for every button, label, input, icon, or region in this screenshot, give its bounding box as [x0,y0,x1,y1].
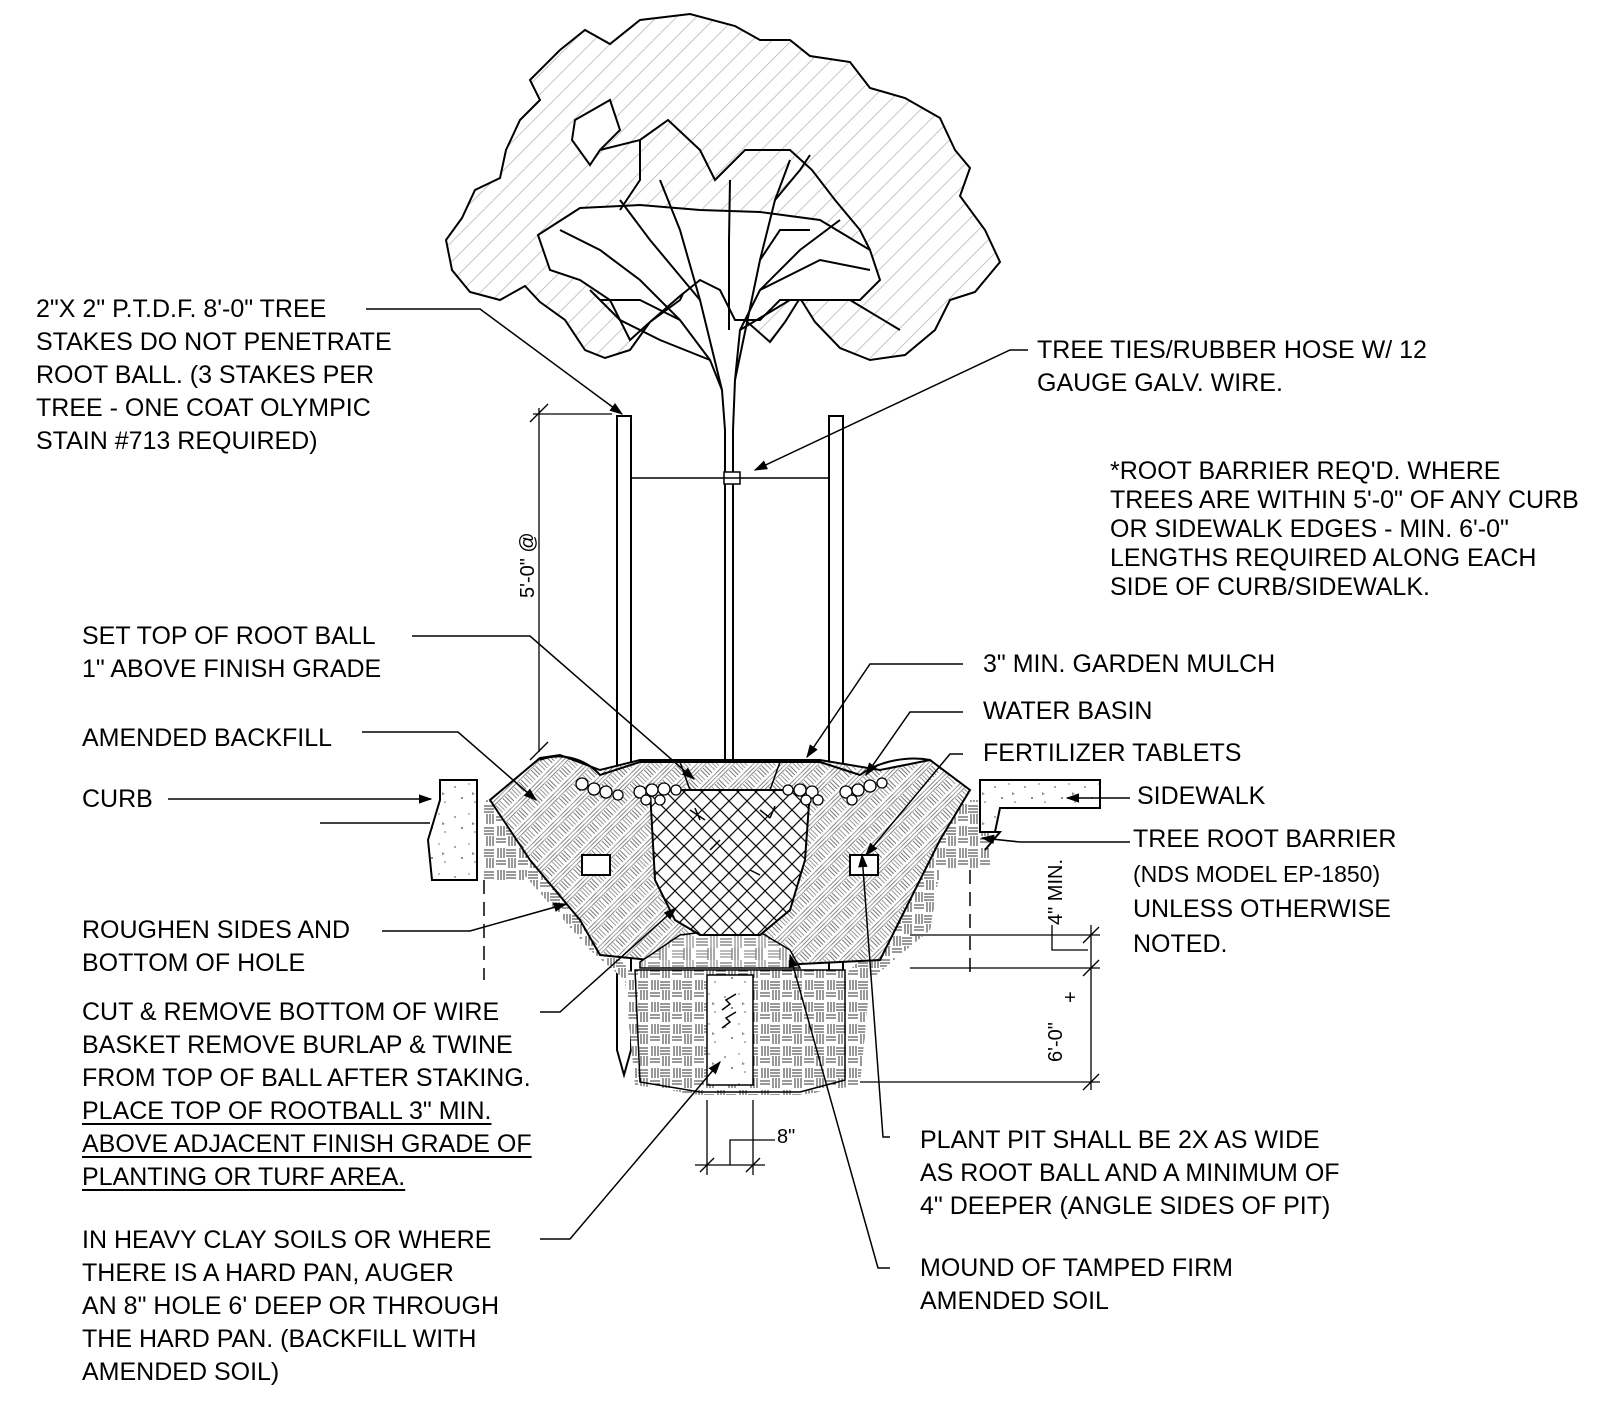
water-basin-callout: WATER BASIN [983,697,1153,725]
curb [426,779,478,881]
heavy-clay-callout: IN HEAVY CLAY SOILS OR WHERE THERE IS A … [82,1226,499,1386]
fertilizer-tablets-callout: FERTILIZER TABLETS [983,739,1242,767]
tree-root-barrier [980,831,1003,851]
curb-callout: CURB [82,785,153,813]
plant-pit-callout: PLANT PIT SHALL BE 2X AS WIDE AS ROOT BA… [920,1126,1340,1220]
root-barrier-note: *ROOT BARRIER REQ'D. WHERE TREES ARE WIT… [1110,457,1579,601]
tree-ties-callout: TREE TIES/RUBBER HOSE W/ 12 GAUGE GALV. … [1037,336,1427,397]
sidewalk-callout: SIDEWALK [1137,782,1266,810]
dimension-auger-depth-plus: + [1060,991,1082,1003]
amended-backfill-callout: AMENDED BACKFILL [82,724,333,752]
dimension-min-depth: 4" MIN. [1045,859,1067,925]
garden-mulch-callout: 3" MIN. GARDEN MULCH [983,650,1276,678]
tree-canopy [444,12,1002,362]
tree-trunk-and-branches [559,154,901,960]
cut-remove-callout: CUT & REMOVE BOTTOM OF WIRE BASKET REMOV… [82,998,532,1191]
set-top-root-ball-callout: SET TOP OF ROOT BALL 1" ABOVE FINISH GRA… [82,622,382,683]
fertilizer-tablet-left [581,854,611,876]
dimension-auger-diameter: 8" [777,1126,796,1148]
tree-stakes-callout: 2"X 2" P.T.D.F. 8'-0" TREE STAKES DO NOT… [36,295,392,455]
tree-ties [631,471,829,485]
plant-pit-section [484,753,990,1095]
roughen-sides-callout: ROUGHEN SIDES AND BOTTOM OF HOLE [82,916,351,977]
dimension-lines [529,403,1100,1175]
tree-root-barrier-callout: TREE ROOT BARRIER (NDS MODEL EP-1850) UN… [1133,825,1397,958]
dimension-stake-height: 5'-0" @ [517,532,539,598]
mound-callout: MOUND OF TAMPED FIRM AMENDED SOIL [920,1254,1233,1315]
garden-mulch [575,777,888,806]
dimension-auger-depth: 6'-0" [1045,1022,1067,1062]
leader-lines [168,308,1130,1269]
sidewalk [979,779,1101,833]
